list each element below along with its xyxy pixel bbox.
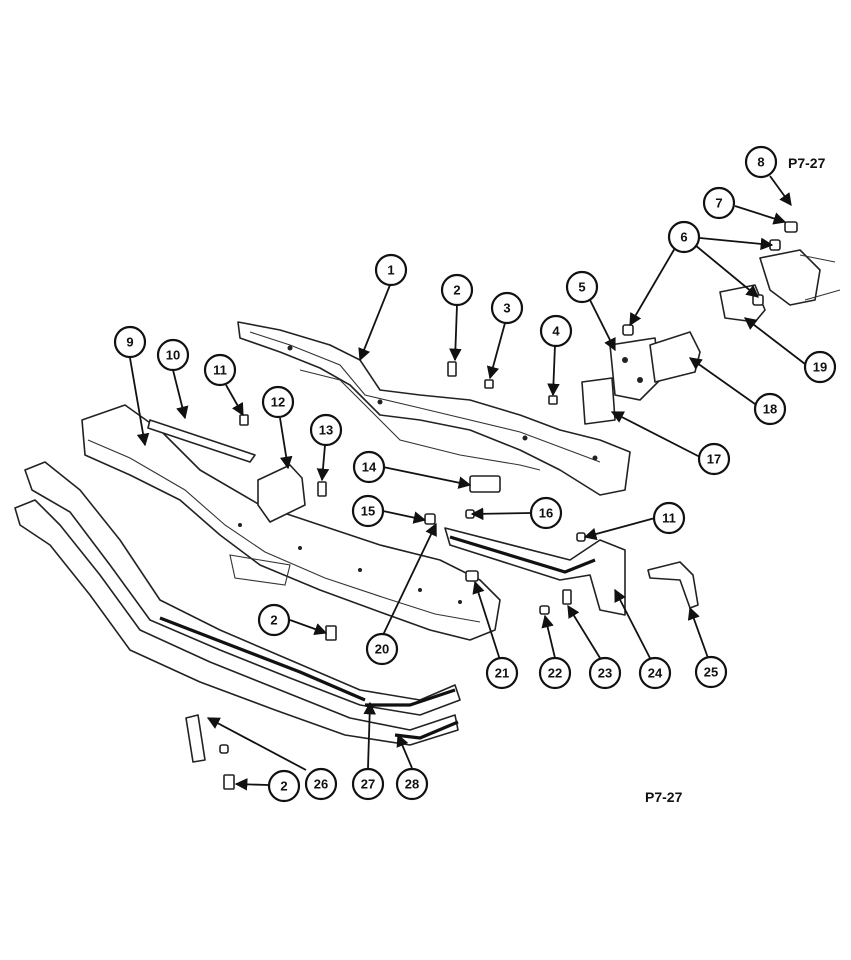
svg-text:11: 11 [213,363,227,378]
callout-14: 14 [352,450,386,484]
svg-text:8: 8 [757,155,764,170]
svg-text:25: 25 [704,665,718,680]
svg-text:22: 22 [548,666,562,681]
small-strip [185,714,206,763]
svg-text:6: 6 [680,230,687,245]
callout-8: 8 [744,145,778,179]
callout-5: 5 [565,270,599,304]
reinforcement-bar [237,321,631,496]
callout-2-top: 2 [440,273,474,307]
callout-2-bottom: 2 [267,769,301,803]
callout-28: 28 [395,767,429,801]
svg-text:21: 21 [495,666,509,681]
callout-26: 26 [304,767,338,801]
svg-text:26: 26 [314,777,328,792]
callout-6: 6 [667,220,701,254]
svg-text:1: 1 [387,263,394,278]
svg-text:19: 19 [813,360,827,375]
svg-text:27: 27 [361,777,375,792]
callout-24: 24 [638,656,672,690]
callout-16: 16 [529,496,563,530]
callout-2-middle: 2 [257,603,291,637]
callout-17: 17 [697,442,731,476]
energy-absorber [581,331,701,425]
callout-4: 4 [539,314,573,348]
svg-text:14: 14 [362,460,377,475]
svg-text:2: 2 [453,283,460,298]
svg-text:10: 10 [166,348,180,363]
leader-lines [129,175,806,791]
callout-21: 21 [485,656,519,690]
callout-22: 22 [538,656,572,690]
callout-1: 1 [374,253,408,287]
callout-13: 13 [309,413,343,447]
callout-18: 18 [753,392,787,426]
svg-text:15: 15 [361,504,375,519]
callout-12: 12 [261,385,295,419]
svg-text:12: 12 [271,395,285,410]
filler-strip [647,561,699,609]
svg-text:18: 18 [763,402,777,417]
callout-9: 9 [113,325,147,359]
rod [147,419,256,463]
svg-text:2: 2 [270,613,277,628]
frame-bracket [719,249,841,323]
svg-text:5: 5 [578,280,585,295]
callout-25: 25 [694,655,728,689]
svg-text:23: 23 [598,666,612,681]
svg-text:24: 24 [648,666,663,681]
callout-27: 27 [351,767,385,801]
bracket [257,464,306,523]
figure-code-top: P7-27 [788,155,826,171]
svg-text:16: 16 [539,506,553,521]
svg-text:3: 3 [503,301,510,316]
svg-text:13: 13 [319,423,333,438]
svg-text:2: 2 [280,779,287,794]
callout-23: 23 [588,656,622,690]
callout-11-left: 11 [203,353,237,387]
parts-drawing [14,221,841,790]
svg-text:28: 28 [405,777,419,792]
svg-text:20: 20 [375,642,389,657]
lower-strips [14,461,461,746]
callout-19: 19 [803,350,837,384]
svg-text:9: 9 [126,335,133,350]
callouts: 1 2 3 4 5 6 7 8 9 10 11 12 13 14 15 16 1… [113,145,837,803]
figure-code-bottom: P7-27 [645,789,683,805]
svg-text:17: 17 [707,452,721,467]
callout-20: 20 [365,632,399,666]
callout-7: 7 [702,186,736,220]
face-bar [81,404,501,641]
callout-10: 10 [156,338,190,372]
callout-11-right: 11 [652,501,686,535]
svg-text:11: 11 [662,511,676,526]
svg-text:7: 7 [715,196,722,211]
callout-15: 15 [351,494,385,528]
callout-3: 3 [490,291,524,325]
svg-text:4: 4 [552,324,560,339]
